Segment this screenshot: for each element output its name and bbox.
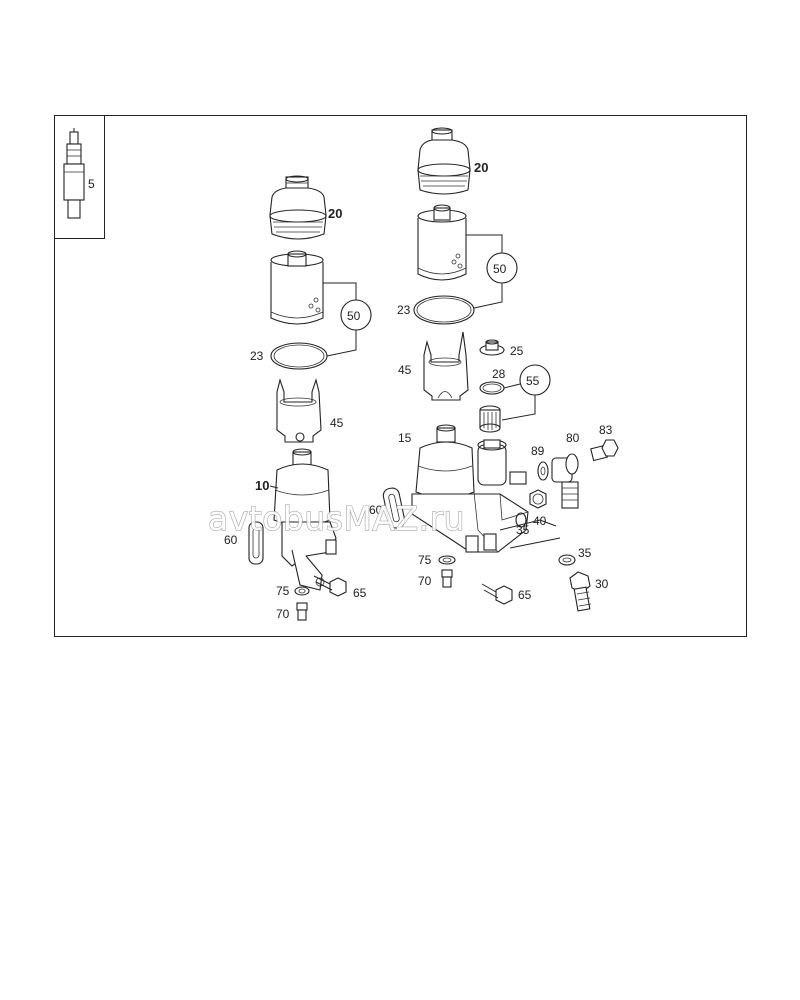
- left-callout-23: 23: [250, 349, 264, 363]
- left-plug: [296, 602, 308, 621]
- right-callout-60: 60: [369, 503, 383, 517]
- right-callout-75: 75: [418, 553, 432, 567]
- left-callout-60: 60: [224, 533, 238, 547]
- right-washer: [438, 555, 456, 565]
- right-elbow: [551, 453, 579, 509]
- left-cap: [269, 175, 327, 240]
- right-callout-83: 83: [599, 423, 613, 437]
- right-callout-80: 80: [566, 431, 580, 445]
- right-callout-45: 45: [398, 363, 412, 377]
- diagram-frame: [54, 115, 747, 637]
- right-filter-element: [417, 204, 467, 281]
- right-callout-70: 70: [418, 574, 432, 588]
- left-callout-70: 70: [276, 607, 290, 621]
- right-callout-89: 89: [531, 444, 545, 458]
- right-leader-55: [501, 383, 536, 421]
- left-washer: [294, 586, 310, 596]
- right-callout-15: 15: [398, 431, 412, 445]
- left-seal-ring: [270, 342, 328, 370]
- watermark: avtobusMAZ.ru: [208, 499, 465, 538]
- left-callout-65: 65: [353, 586, 367, 600]
- right-seal-89: [537, 461, 549, 481]
- right-callout-50: 50: [493, 262, 507, 276]
- right-nipple: [569, 571, 592, 612]
- left-callout-20: 20: [328, 206, 342, 221]
- left-gasket: [248, 521, 264, 565]
- left-callout-10: 10: [255, 478, 269, 493]
- right-seal-35a: [515, 512, 527, 528]
- right-callout-30: 30: [595, 577, 609, 591]
- right-cap: [417, 127, 471, 195]
- right-callout-35b: 35: [578, 546, 592, 560]
- right-banjo-bolt: [590, 439, 619, 462]
- inset-part-5: [63, 128, 85, 219]
- left-leader-50: [323, 282, 357, 357]
- right-callout-40: 40: [533, 514, 547, 528]
- right-bolt: [481, 583, 513, 605]
- left-insert: [276, 378, 322, 443]
- left-callout-50: 50: [347, 309, 361, 323]
- left-housing: [273, 448, 337, 591]
- left-callout-45: 45: [330, 416, 344, 430]
- right-leader-50: [466, 234, 503, 309]
- right-callout-28: 28: [492, 367, 506, 381]
- callout-5: 5: [88, 177, 95, 191]
- right-strainer: [479, 405, 501, 433]
- right-callout-20: 20: [474, 160, 488, 175]
- right-seal-ring: [413, 295, 475, 325]
- right-plug-40: [529, 489, 547, 509]
- left-bolt: [313, 575, 347, 597]
- right-plug: [441, 569, 453, 588]
- right-gasket: [382, 487, 406, 529]
- right-seal-35b: [558, 554, 576, 566]
- inset-box: [54, 115, 105, 239]
- right-valve: [479, 339, 505, 356]
- left-callout-75: 75: [276, 584, 290, 598]
- right-insert: [423, 331, 469, 401]
- right-callout-65: 65: [518, 588, 532, 602]
- right-callout-35a: 35: [516, 523, 530, 537]
- right-callout-23: 23: [397, 303, 411, 317]
- left-filter-element: [270, 250, 324, 325]
- right-callout-25: 25: [510, 344, 524, 358]
- right-housing: [411, 424, 529, 553]
- right-callout-55: 55: [526, 374, 540, 388]
